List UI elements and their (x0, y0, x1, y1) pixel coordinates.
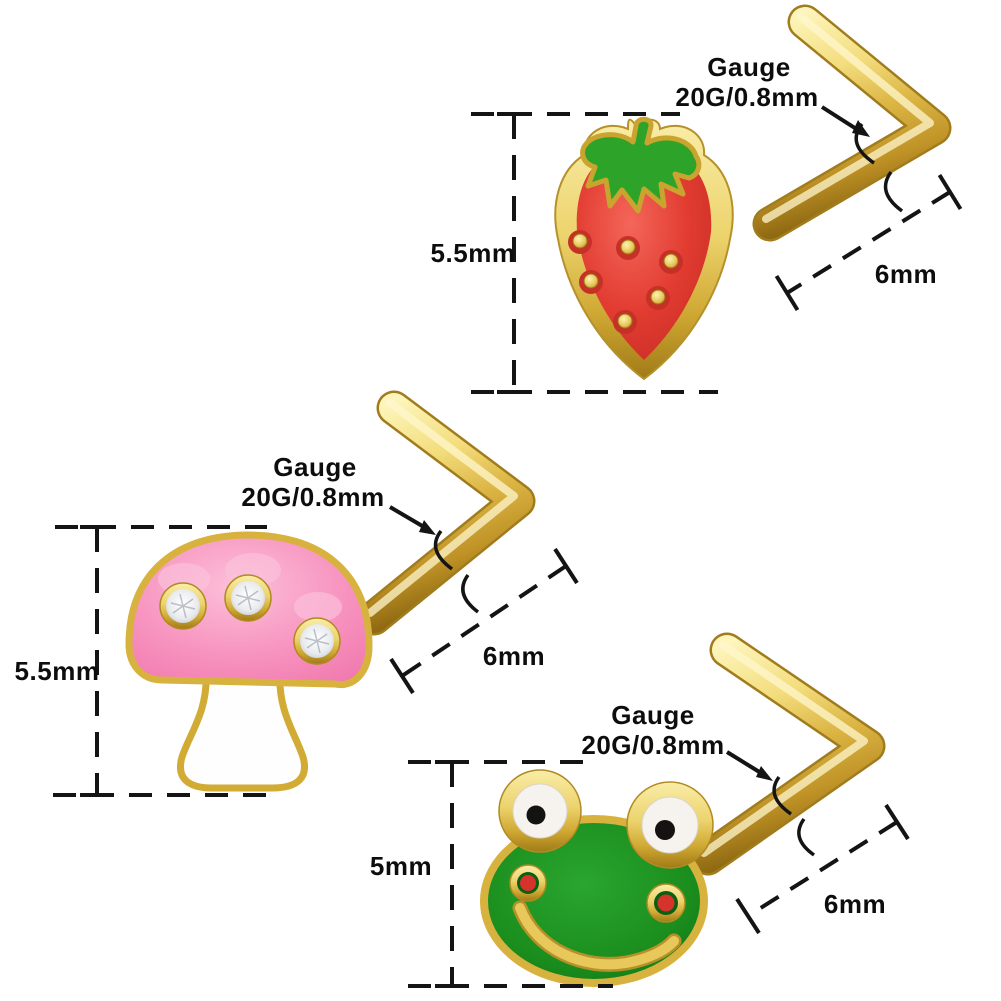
mushroom-post (356, 390, 536, 636)
frog-gauge-pointer (725, 750, 816, 857)
mushroom-height-dimension (53, 525, 270, 797)
mushroom-length-dimension (389, 547, 579, 695)
strawberry-post (752, 4, 952, 242)
strawberry-charm (554, 116, 734, 381)
mushroom-charm (125, 531, 373, 792)
mushroom-gem-3 (293, 617, 341, 665)
strawberry-gauge-value: 20G/0.8mm (675, 82, 819, 112)
frog-smile (512, 900, 682, 972)
frog-charm (480, 769, 714, 987)
strawberry-length-label: 6mm (874, 259, 938, 289)
frog-right-eye (626, 781, 714, 869)
mushroom-gem-2 (224, 574, 272, 622)
mushroom-gauge-label: Gauge (273, 452, 357, 482)
frog-post (690, 632, 886, 876)
frog-gauge-value: 20G/0.8mm (581, 730, 725, 760)
frog-right-cheek (646, 883, 686, 923)
mushroom-length-label: 6mm (482, 641, 546, 671)
mushroom-height-label: 5.5mm (14, 656, 100, 686)
frog-length-label: 6mm (823, 889, 887, 919)
strawberry-calyx (580, 116, 702, 214)
frog-left-eye (498, 769, 582, 853)
frog-length-dimension (735, 803, 910, 935)
strawberry-gauge-pointer (820, 105, 904, 213)
mushroom-gauge-pointer (388, 505, 480, 614)
strawberry-height-dimension (471, 112, 718, 394)
frog-height-dimension (408, 760, 613, 988)
frog-height-label: 5mm (369, 851, 433, 881)
dimension-lines (53, 105, 963, 988)
mushroom-gauge-value: 20G/0.8mm (241, 482, 385, 512)
mushroom-gem-1 (159, 582, 207, 630)
strawberry-gauge-label: Gauge (707, 52, 791, 82)
frog-gauge-label: Gauge (611, 700, 695, 730)
strawberry-height-label: 5.5mm (430, 238, 516, 268)
strawberry-seeds (568, 230, 683, 334)
mushroom-stem (177, 669, 308, 792)
frog-left-cheek (509, 864, 547, 902)
strawberry-length-dimension (774, 173, 963, 312)
